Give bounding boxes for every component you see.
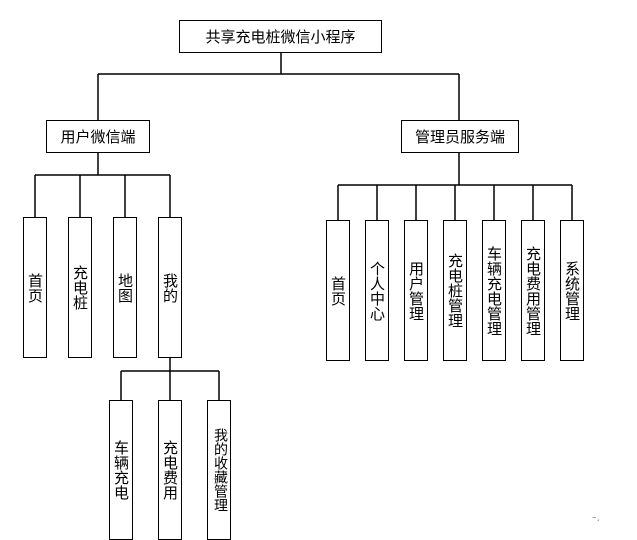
admin-system-management-node: 系统管理 [560, 220, 584, 361]
user-home-node: 首页 [23, 217, 47, 358]
admin-personal-center-node: 个人中心 [365, 220, 389, 361]
admin-home-node: 首页 [326, 220, 350, 361]
mine-vehicle-charging-node: 车辆充电 [109, 400, 133, 540]
mine-favorites-management-node: 我的收藏管理 [207, 400, 231, 540]
admin-charging-pile-management-node: 充电桩管理 [443, 220, 467, 361]
admin-vehicle-charging-management-node: 车辆充电管理 [482, 220, 506, 361]
corner-mark: -. [592, 510, 601, 524]
user-charging-pile-node: 充电桩 [68, 217, 92, 358]
admin-charging-fee-management-node: 充电费用管理 [521, 220, 545, 361]
root-node: 共享充电桩微信小程序 [179, 20, 382, 53]
mine-charging-fee-node: 充电费用 [158, 400, 182, 540]
user-client-node: 用户微信端 [46, 120, 150, 153]
user-map-node: 地图 [113, 217, 137, 358]
admin-server-node: 管理员服务端 [401, 120, 519, 153]
user-mine-node: 我的 [158, 217, 182, 358]
admin-user-management-node: 用户管理 [404, 220, 428, 361]
